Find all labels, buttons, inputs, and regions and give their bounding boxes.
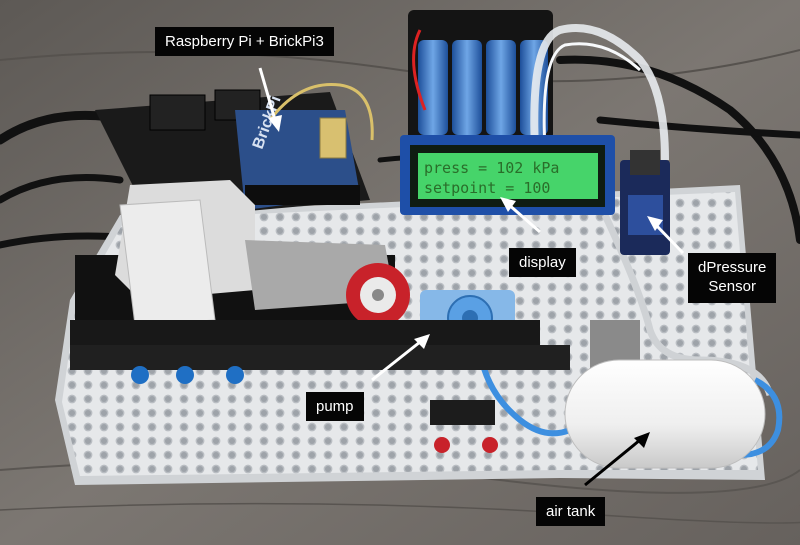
air-tank	[564, 359, 766, 469]
ev3-motor	[75, 180, 410, 327]
label-pump: pump	[306, 392, 364, 421]
tank-pointer-arrow	[584, 432, 650, 487]
lcd-line-1: press = 102 kPa	[424, 159, 559, 177]
lcd-display: press = 102 kPa setpoint = 100	[400, 135, 615, 215]
raspberry-pi-brickpi-board: BrickPi	[95, 82, 374, 220]
label-sensor-line-1: dPressure	[698, 259, 767, 276]
label-display: display	[509, 248, 576, 277]
lcd-line-2: setpoint = 100	[424, 179, 550, 197]
label-air-tank: air tank	[536, 497, 606, 526]
label-raspberry-pi-brickpi: Raspberry Pi + BrickPi3	[155, 27, 334, 56]
label-dpressure-sensor: dPressure Sensor	[688, 253, 777, 303]
lego-beams	[70, 320, 640, 453]
label-sensor-line-2: Sensor	[708, 277, 756, 295]
pointer-arrows	[258, 67, 685, 382]
pressure-sensor	[620, 150, 670, 255]
